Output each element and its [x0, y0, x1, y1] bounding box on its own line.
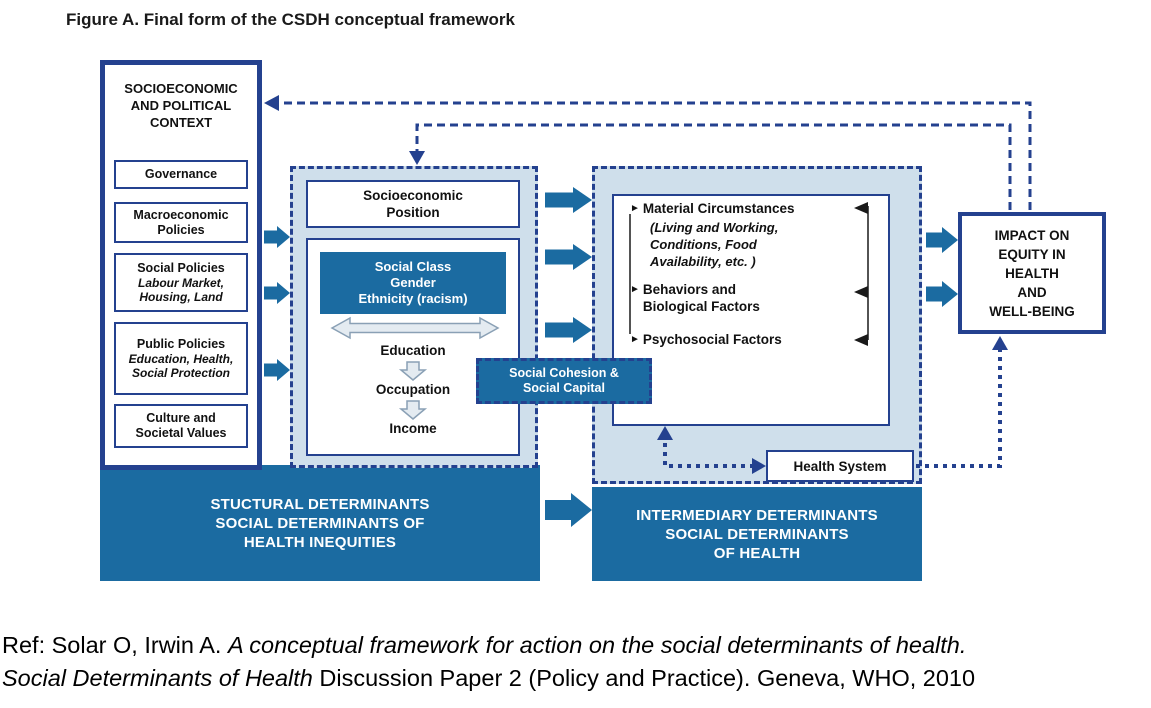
context-item-governance: Governance [114, 160, 248, 189]
material-circumstances-label: Material Circumstances [642, 201, 795, 216]
intermediary-determinants-band: INTERMEDIARY DETERMINANTS SOCIAL DETERMI… [592, 487, 922, 581]
behaviors-label: Behaviors and Biological Factors [642, 282, 760, 314]
context-item-label: Public Policies [136, 337, 226, 351]
material-circumstances-item: ►Material Circumstances [630, 200, 794, 217]
context-item-social-policies: Social Policies Labour Market, Housing, … [114, 253, 248, 312]
structural-determinants-band: STUCTURAL DETERMINANTS SOCIAL DETERMINAN… [100, 465, 540, 581]
health-system-to-impact-arrow [916, 336, 1008, 468]
behaviors-item: ►Behaviors and Biological Factors [630, 281, 760, 315]
structural-band-to-intermediary-band-arrow [545, 493, 592, 527]
structural-to-intermediary-arrows [545, 187, 592, 343]
impact-on-equity-box: IMPACT ON EQUITY IN HEALTH AND WELL-BEIN… [958, 212, 1106, 334]
arrow-right-icon: ► [630, 284, 640, 295]
ladder-income-label: Income [389, 420, 437, 436]
context-item-label: Social Policies [137, 261, 225, 275]
reference-line-1: Ref: Solar O, Irwin A. A conceptual fram… [2, 629, 1150, 662]
reference-citation: Ref: Solar O, Irwin A. A conceptual fram… [2, 629, 1150, 695]
arrow-right-icon: ► [630, 203, 640, 214]
context-to-structural-arrows [264, 226, 290, 381]
reference-line-2: Social Determinants of Health Discussion… [2, 662, 1150, 695]
material-circumstances-sub: (Living and Working, Conditions, Food Av… [650, 220, 779, 269]
figure-title: Figure A. Final form of the CSDH concept… [66, 10, 515, 29]
context-item-label: Macroeconomic Policies [133, 207, 229, 237]
ladder-education-label: Education [380, 342, 446, 358]
ladder-occupation-label: Occupation [375, 381, 451, 397]
context-item-sub: Labour Market, Housing, Land [137, 276, 224, 304]
social-class-gender-ethnicity-box: Social Class Gender Ethnicity (racism) [320, 252, 506, 314]
intermediary-to-impact-arrows [926, 227, 958, 307]
arrow-right-icon: ► [630, 334, 640, 345]
context-heading: SOCIOECONOMIC AND POLITICAL CONTEXT [124, 81, 238, 130]
reference-title: A conceptual framework for action on the… [227, 632, 967, 658]
reference-detail: Discussion Paper 2 (Policy and Practice)… [312, 665, 976, 691]
reference-series: Social Determinants of Health [2, 665, 313, 691]
context-item-sub: Education, Health, Social Protection [128, 352, 234, 380]
context-item-label: Governance [144, 167, 218, 181]
context-item-macroeconomic-policies: Macroeconomic Policies [114, 202, 248, 243]
socioeconomic-position-box: Socioeconomic Position [306, 180, 520, 228]
social-cohesion-box: Social Cohesion & Social Capital [476, 358, 652, 404]
reference-prefix: Ref: Solar O, Irwin A. [2, 632, 228, 658]
psychosocial-label: Psychosocial Factors [642, 332, 782, 347]
context-item-public-policies: Public Policies Education, Health, Socia… [114, 322, 248, 395]
context-item-label: Culture and Societal Values [135, 411, 227, 440]
psychosocial-item: ►Psychosocial Factors [630, 331, 782, 348]
intermediary-factors-box [612, 194, 890, 426]
health-system-box: Health System [766, 450, 914, 482]
context-item-culture-values: Culture and Societal Values [114, 404, 248, 448]
